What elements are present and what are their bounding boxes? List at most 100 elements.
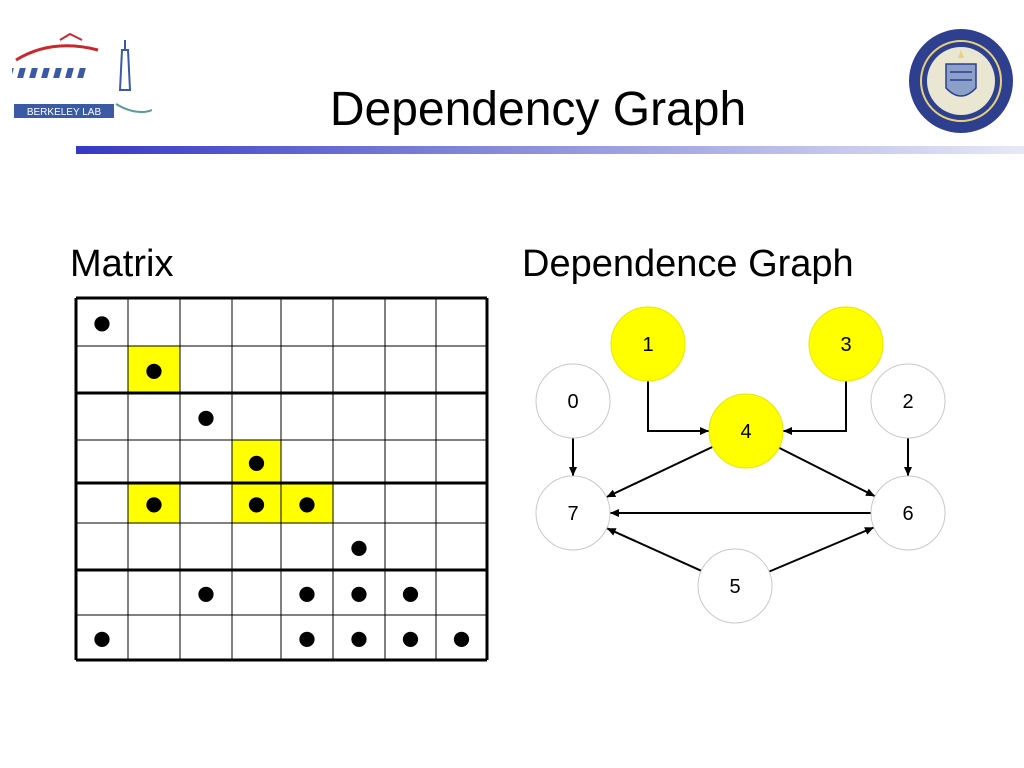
matrix-cell (76, 523, 128, 570)
matrix-cell (436, 393, 487, 440)
matrix-cell (76, 615, 128, 660)
matrix-cell (180, 440, 232, 483)
logo-caption: BERKELEY LAB (27, 107, 102, 118)
matrix-cell (281, 298, 333, 346)
matrix-cell (281, 346, 333, 393)
matrix-dot: ● (402, 626, 419, 650)
matrix-cell (232, 570, 281, 615)
matrix-cell (281, 615, 333, 660)
graph-node-label: 1 (642, 334, 653, 356)
matrix-dot: ● (93, 310, 110, 334)
matrix-cell (385, 346, 436, 393)
matrix-dot: ● (453, 626, 470, 650)
matrix-cell (128, 393, 180, 440)
matrix-cell (232, 523, 281, 570)
matrix-cell (128, 440, 180, 483)
matrix-cell (128, 298, 180, 346)
matrix-cell (76, 483, 128, 523)
matrix-cell (436, 346, 487, 393)
dependency-matrix: ●●●●●●●●●●●●●●●●● (74, 296, 489, 662)
matrix-cell (76, 393, 128, 440)
matrix-cell (385, 615, 436, 660)
graph-node-6: 6 (870, 475, 946, 551)
matrix-cell (281, 440, 333, 483)
matrix-dot: ● (145, 491, 162, 515)
matrix-cell (436, 570, 487, 615)
matrix-cell (436, 615, 487, 660)
matrix-dot: ● (248, 491, 265, 515)
matrix-cell (333, 523, 385, 570)
matrix-cell (180, 393, 232, 440)
edge-5-7 (606, 527, 702, 572)
matrix-cell (76, 570, 128, 615)
matrix-cell (180, 570, 232, 615)
matrix-dot: ● (145, 358, 162, 382)
graph-node-1: 1 (610, 306, 686, 382)
matrix-cell (128, 523, 180, 570)
matrix-cell (232, 346, 281, 393)
title-rule (76, 146, 1024, 154)
matrix-cell (128, 483, 180, 523)
matrix-cell (333, 483, 385, 523)
graph-node-0: 0 (535, 363, 611, 439)
matrix-cell (232, 483, 281, 523)
graph-node-label: 5 (729, 576, 740, 598)
matrix-cell (76, 440, 128, 483)
matrix-cell (232, 393, 281, 440)
matrix-cell (281, 483, 333, 523)
matrix-cell (180, 615, 232, 660)
matrix-dot: ● (93, 626, 110, 650)
graph-node-label: 3 (840, 334, 851, 356)
graph-node-label: 6 (902, 503, 913, 525)
edge-5-6 (768, 526, 875, 573)
edge-3-4 (783, 381, 847, 435)
matrix-cell (76, 346, 128, 393)
edge-4-7 (606, 445, 713, 499)
matrix-cell (333, 298, 385, 346)
matrix-dot: ● (248, 450, 265, 474)
matrix-cell (128, 570, 180, 615)
graph-node-3: 3 (808, 306, 884, 382)
matrix-cell (232, 440, 281, 483)
graph-node-label: 0 (567, 391, 578, 413)
matrix-heading: Matrix (70, 243, 174, 285)
matrix-dot: ● (402, 581, 419, 605)
matrix-cell (436, 483, 487, 523)
matrix-cell (232, 298, 281, 346)
edge-1-4 (647, 381, 709, 435)
matrix-cell (232, 615, 281, 660)
graph-node-5: 5 (697, 548, 773, 624)
matrix-cell (76, 298, 128, 346)
matrix-cell (333, 346, 385, 393)
graph-node-2: 2 (870, 363, 946, 439)
uc-berkeley-seal (909, 29, 1013, 133)
matrix-dot: ● (197, 581, 214, 605)
graph-node-label: 7 (567, 503, 578, 525)
matrix-dot: ● (350, 535, 367, 559)
matrix-cell (436, 523, 487, 570)
matrix-cell (281, 523, 333, 570)
matrix-cell (385, 440, 436, 483)
matrix-cell (128, 346, 180, 393)
matrix-cell (180, 346, 232, 393)
matrix-cell (333, 615, 385, 660)
matrix-cell (385, 298, 436, 346)
matrix-cell (281, 393, 333, 440)
matrix-cell (128, 615, 180, 660)
slide-title: Dependency Graph (329, 83, 747, 136)
matrix-cell (333, 440, 385, 483)
matrix-cell (385, 483, 436, 523)
matrix-dot: ● (298, 581, 315, 605)
matrix-cell (333, 393, 385, 440)
matrix-cell (385, 570, 436, 615)
matrix-cell (385, 523, 436, 570)
berkeley-lab-logo: BERKELEY LAB (12, 32, 152, 118)
graph-node-4: 4 (708, 393, 784, 469)
matrix-dot: ● (298, 491, 315, 515)
matrix-cell (180, 523, 232, 570)
graph-node-7: 7 (535, 475, 611, 551)
graph-heading: Dependence Graph (522, 243, 854, 285)
graph-node-label: 4 (740, 421, 751, 443)
matrix-cell (436, 298, 487, 346)
